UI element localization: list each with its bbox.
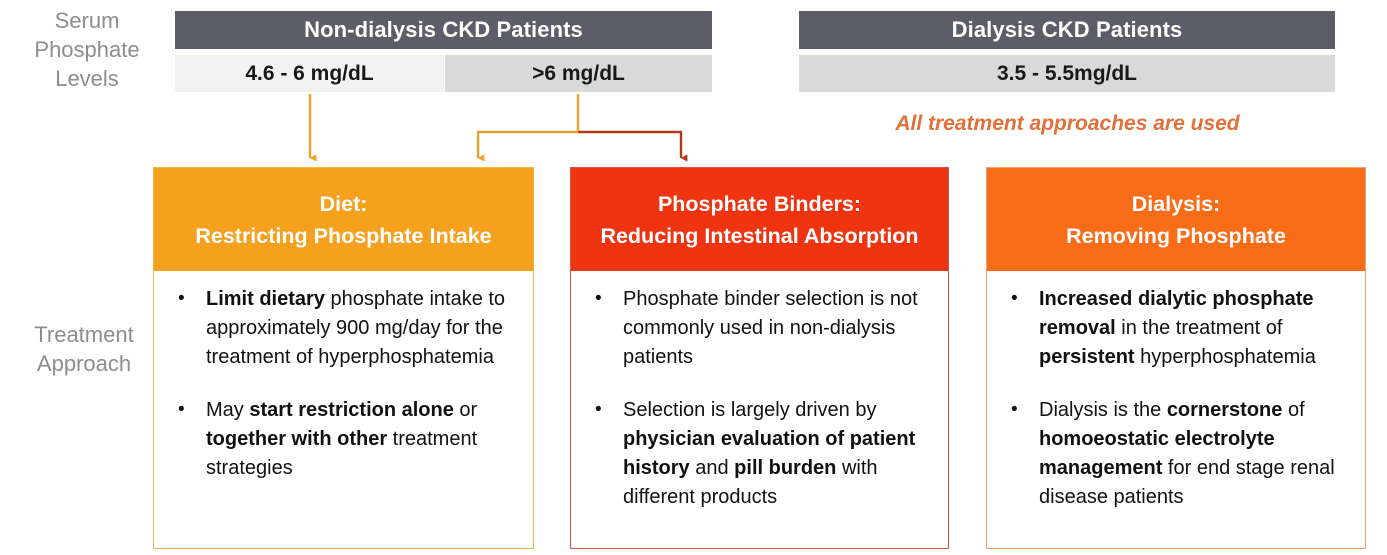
range-dialysis: 3.5 - 5.5mg/dL [799,55,1335,92]
row-label-treatment-approach: Treatment Approach [34,322,134,376]
card-dialysis-bullet-list: Increased dialytic phosphate removal in … [997,284,1351,512]
card-phosphate-binders-body: Phosphate binder selection is not common… [571,271,948,522]
bullet-item: Dialysis is the cornerstone of homoeosta… [997,395,1351,512]
card-diet-bullet-list: Limit dietary phosphate intake to approx… [164,284,519,483]
card-dialysis-title-line2: Removing Phosphate [1066,223,1286,248]
note-all-treatments: All treatment approaches are used [895,112,1240,135]
card-dialysis-body: Increased dialytic phosphate removal in … [987,271,1365,522]
card-diet-header: Diet: Restricting Phosphate Intake [154,168,533,271]
group-header-dialysis: Dialysis CKD Patients [799,11,1335,49]
card-dialysis-header: Dialysis: Removing Phosphate [987,168,1365,271]
bullet-item: Increased dialytic phosphate removal in … [997,284,1351,372]
card-phosphate-binders[interactable]: Phosphate Binders: Reducing Intestinal A… [570,167,949,549]
card-diet-body: Limit dietary phosphate intake to approx… [154,271,533,493]
range-non-dialysis-moderate: 4.6 - 6 mg/dL [175,55,444,92]
group-header-non-dialysis: Non-dialysis CKD Patients [175,11,712,49]
card-binders-title-line1: Phosphate Binders: [657,191,862,216]
row-label-serum-phosphate-levels: Serum Phosphate Levels [34,8,140,91]
range-non-dialysis-high: >6 mg/dL [445,55,712,92]
card-binders-bullet-list: Phosphate binder selection is not common… [581,284,934,512]
card-diet-title-line1: Diet: [319,191,368,216]
bullet-item: May start restriction alone or together … [164,395,519,483]
card-diet[interactable]: Diet: Restricting Phosphate Intake Limit… [153,167,534,549]
card-binders-title-line2: Reducing Intestinal Absorption [600,223,919,248]
card-dialysis[interactable]: Dialysis: Removing Phosphate Increased d… [986,167,1366,549]
bullet-item: Limit dietary phosphate intake to approx… [164,284,519,372]
card-diet-title-line2: Restricting Phosphate Intake [195,223,492,248]
card-dialysis-title-line1: Dialysis: [1131,191,1221,216]
bullet-item: Phosphate binder selection is not common… [581,284,934,372]
card-phosphate-binders-header: Phosphate Binders: Reducing Intestinal A… [571,168,948,271]
bullet-item: Selection is largely driven by physician… [581,395,934,512]
